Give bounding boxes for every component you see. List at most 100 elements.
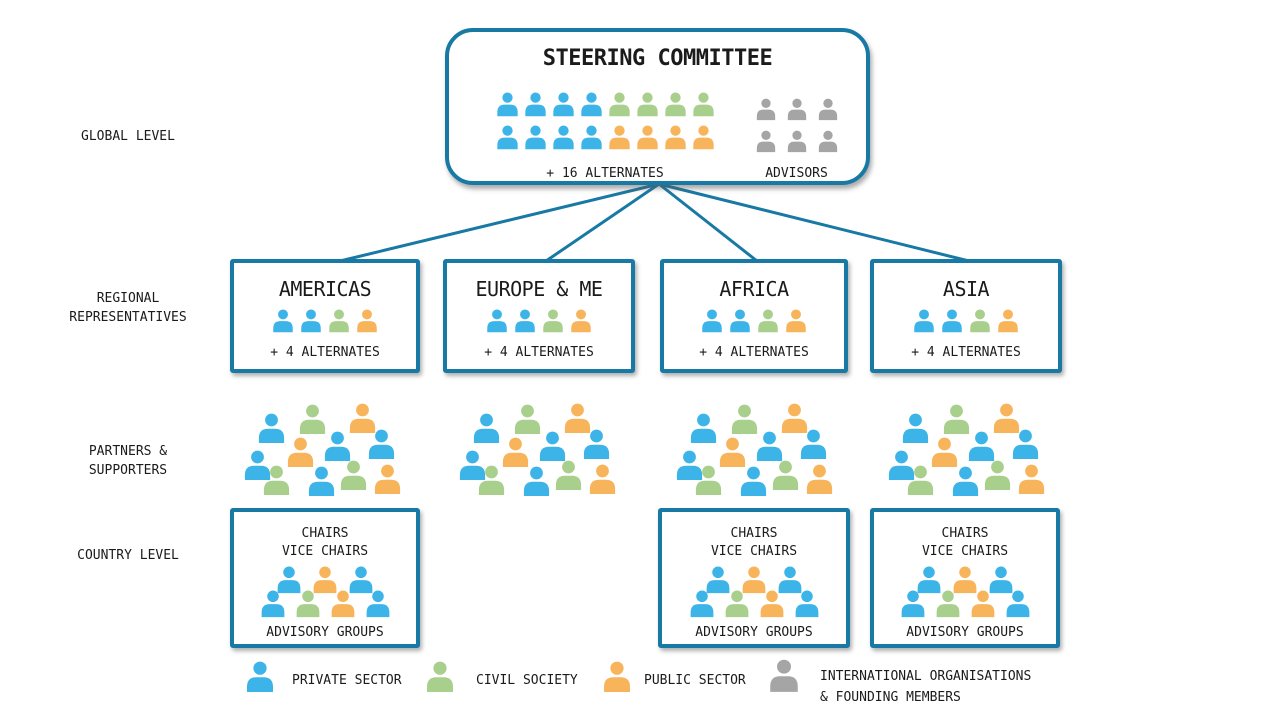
- green-person-icon: [427, 661, 453, 692]
- blue-person-icon: [525, 125, 546, 150]
- blue-person-icon: [756, 431, 783, 462]
- level-label-regional-line1: REGIONAL: [96, 291, 160, 306]
- country-box-americas: CHAIRS VICE CHAIRS ADVISORY GROUPS: [230, 508, 420, 648]
- blue-person-icon: [795, 590, 818, 618]
- region-members-icons: [270, 309, 380, 333]
- legend-international-orgs-label: INTERNATIONAL ORGANISATIONS & FOUNDING M…: [820, 666, 1031, 708]
- orange-person-icon: [742, 566, 766, 594]
- blue-person-icon: [952, 466, 979, 497]
- blue-person-icon: [778, 566, 802, 594]
- blue-person-icon: [301, 309, 321, 333]
- blue-person-icon: [1012, 429, 1039, 460]
- region-alternates-label: + 4 ALTERNATES: [911, 345, 1021, 360]
- blue-person-icon: [244, 450, 271, 481]
- blue-person-icon: [583, 429, 610, 460]
- connector-line-africa: [657, 182, 759, 263]
- country-icons-row2: [898, 590, 1033, 618]
- gray-person-icon: [818, 98, 838, 121]
- orange-person-icon: [564, 403, 591, 434]
- country-icons-row2: [258, 590, 393, 618]
- orange-person-icon: [604, 661, 630, 692]
- country-advisory-groups-label: ADVISORY GROUPS: [266, 625, 384, 640]
- country-icons: [258, 566, 393, 618]
- blue-person-icon: [690, 413, 717, 444]
- blue-person-icon: [324, 431, 351, 462]
- green-person-icon: [943, 404, 970, 435]
- gray-person-icon: [818, 130, 838, 153]
- gray-person-icon: [770, 659, 798, 692]
- country-advisory-groups-label: ADVISORY GROUPS: [906, 625, 1024, 640]
- gray-person-icon: [756, 130, 776, 153]
- region-members-icons: [911, 309, 1021, 333]
- connector-line-americas: [338, 182, 661, 263]
- blue-person-icon: [917, 566, 941, 594]
- level-label-partners-line2: SUPPORTERS: [88, 463, 168, 478]
- green-person-icon: [637, 92, 658, 117]
- level-label-global-line: GLOBAL LEVEL: [81, 129, 175, 144]
- region-title: AFRICA: [719, 277, 789, 301]
- steering-advisors-label: ADVISORS: [765, 166, 828, 181]
- blue-person-icon: [914, 309, 934, 333]
- steering-advisors-row2: [754, 130, 840, 153]
- blue-person-icon: [676, 450, 703, 481]
- region-box-africa: AFRICA + 4 ALTERNATES: [660, 259, 848, 373]
- orange-person-icon: [998, 309, 1018, 333]
- green-person-icon: [665, 92, 686, 117]
- gray-person-icon: [787, 98, 807, 121]
- legend-international-orgs-line1: INTERNATIONAL ORGANISATIONS: [820, 669, 1032, 684]
- level-label-regional: REGIONAL REPRESENTATIVES: [28, 289, 228, 327]
- blue-person-icon: [581, 92, 602, 117]
- region-title: ASIA: [942, 277, 990, 301]
- legend-civil-society-label: CIVIL SOCIETY: [476, 673, 578, 688]
- blue-person-icon: [581, 125, 602, 150]
- blue-person-icon: [989, 566, 1013, 594]
- country-vice-chairs-label: VICE CHAIRS: [921, 544, 1009, 559]
- orange-person-icon: [781, 403, 808, 434]
- green-person-icon: [514, 404, 541, 435]
- blue-person-icon: [368, 429, 395, 460]
- partners-cluster-americas: [230, 400, 420, 500]
- blue-person-icon: [553, 92, 574, 117]
- green-person-icon: [296, 590, 319, 618]
- region-box-americas: AMERICAS + 4 ALTERNATES: [230, 259, 420, 373]
- blue-person-icon: [740, 466, 767, 497]
- orange-person-icon: [374, 464, 401, 495]
- steering-committee-title: STEERING COMMITTEE: [542, 46, 773, 71]
- blue-person-icon: [261, 590, 284, 618]
- green-person-icon: [907, 465, 934, 496]
- orange-person-icon: [953, 566, 977, 594]
- orange-person-icon: [357, 309, 377, 333]
- steering-advisors-icons: [754, 98, 840, 153]
- region-title: AMERICAS: [278, 277, 372, 301]
- steering-members-row2: [494, 125, 717, 150]
- country-icons: [687, 566, 822, 618]
- orange-person-icon: [589, 464, 616, 495]
- region-title: EUROPE & ME: [475, 277, 603, 301]
- blue-person-icon: [497, 125, 518, 150]
- legend-private-sector-icon: [243, 661, 277, 697]
- blue-person-icon: [308, 466, 335, 497]
- region-alternates-label: + 4 ALTERNATES: [699, 345, 809, 360]
- country-icons: [898, 566, 1033, 618]
- blue-person-icon: [888, 450, 915, 481]
- country-icons-row1: [274, 566, 376, 594]
- blue-person-icon: [800, 429, 827, 460]
- orange-person-icon: [1018, 464, 1045, 495]
- green-person-icon: [758, 309, 778, 333]
- legend-international-orgs-line2: & FOUNDING MEMBERS: [820, 690, 961, 705]
- green-person-icon: [543, 309, 563, 333]
- country-advisory-groups-label: ADVISORY GROUPS: [695, 625, 813, 640]
- green-person-icon: [984, 460, 1011, 491]
- region-box-asia: ASIA + 4 ALTERNATES: [870, 259, 1062, 373]
- green-person-icon: [695, 465, 722, 496]
- blue-person-icon: [366, 590, 389, 618]
- level-label-partners: PARTNERS & SUPPORTERS: [28, 442, 228, 480]
- blue-person-icon: [459, 450, 486, 481]
- green-person-icon: [340, 460, 367, 491]
- orange-person-icon: [287, 437, 314, 468]
- legend-public-sector-label: PUBLIC SECTOR: [644, 673, 746, 688]
- blue-person-icon: [968, 431, 995, 462]
- region-members-icons: [699, 309, 809, 333]
- blue-person-icon: [690, 590, 713, 618]
